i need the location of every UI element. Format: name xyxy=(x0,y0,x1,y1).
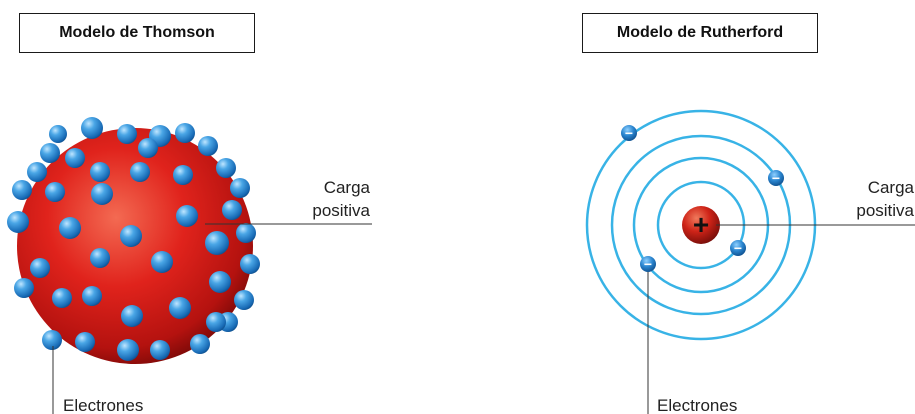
thomson-electron xyxy=(42,330,62,350)
thomson-electron xyxy=(209,271,231,293)
electron-2: − xyxy=(768,170,784,186)
rutherford-electrons-label: Electrones xyxy=(657,396,737,414)
thomson-electron xyxy=(81,117,103,139)
thomson-electron xyxy=(222,200,242,220)
thomson-charge-label-line1: Carga xyxy=(324,178,371,197)
thomson-electron xyxy=(65,148,85,168)
svg-text:−: − xyxy=(625,125,633,141)
thomson-atom xyxy=(7,117,260,364)
thomson-electron xyxy=(59,217,81,239)
thomson-electron xyxy=(169,297,191,319)
thomson-electron xyxy=(90,248,110,268)
thomson-electron xyxy=(206,312,226,332)
thomson-charge-label-line2: positiva xyxy=(312,201,370,220)
thomson-electron xyxy=(173,165,193,185)
thomson-electron xyxy=(91,183,113,205)
thomson-electron xyxy=(205,231,229,255)
thomson-electron xyxy=(175,123,195,143)
thomson-electron xyxy=(176,205,198,227)
thomson-electron xyxy=(75,332,95,352)
thomson-electron xyxy=(12,180,32,200)
thomson-electron xyxy=(151,251,173,273)
thomson-electron xyxy=(117,124,137,144)
rutherford-charge-label-line1: Carga xyxy=(868,178,915,197)
electron-4: − xyxy=(640,256,656,272)
thomson-electron xyxy=(130,162,150,182)
thomson-electron xyxy=(30,258,50,278)
thomson-electron xyxy=(138,138,158,158)
thomson-electron xyxy=(82,286,102,306)
thomson-electron xyxy=(230,178,250,198)
electron-3: − xyxy=(730,240,746,256)
thomson-electron xyxy=(236,223,256,243)
thomson-electron xyxy=(117,339,139,361)
svg-text:−: − xyxy=(772,170,780,186)
thomson-electron xyxy=(40,143,60,163)
thomson-electron xyxy=(234,290,254,310)
thomson-electron xyxy=(49,125,67,143)
thomson-electron xyxy=(150,340,170,360)
electron-1: − xyxy=(621,125,637,141)
thomson-electrons-label: Electrones xyxy=(63,396,143,414)
thomson-electron xyxy=(45,182,65,202)
nucleus xyxy=(682,206,720,244)
nucleus-plus-sign: + xyxy=(693,209,709,240)
svg-text:−: − xyxy=(644,256,652,272)
thomson-electrons-group xyxy=(7,117,260,361)
thomson-electron xyxy=(240,254,260,274)
thomson-electron xyxy=(7,211,29,233)
thomson-electron xyxy=(198,136,218,156)
rutherford-title: Modelo de Rutherford xyxy=(582,13,818,53)
thomson-title: Modelo de Thomson xyxy=(19,13,255,53)
thomson-electron xyxy=(27,162,47,182)
thomson-electron xyxy=(121,305,143,327)
svg-text:−: − xyxy=(734,240,742,256)
rutherford-charge-label-line2: positiva xyxy=(856,201,914,220)
thomson-electron xyxy=(90,162,110,182)
thomson-electron xyxy=(190,334,210,354)
thomson-electron xyxy=(52,288,72,308)
thomson-electron xyxy=(14,278,34,298)
thomson-electron xyxy=(216,158,236,178)
thomson-electron xyxy=(120,225,142,247)
